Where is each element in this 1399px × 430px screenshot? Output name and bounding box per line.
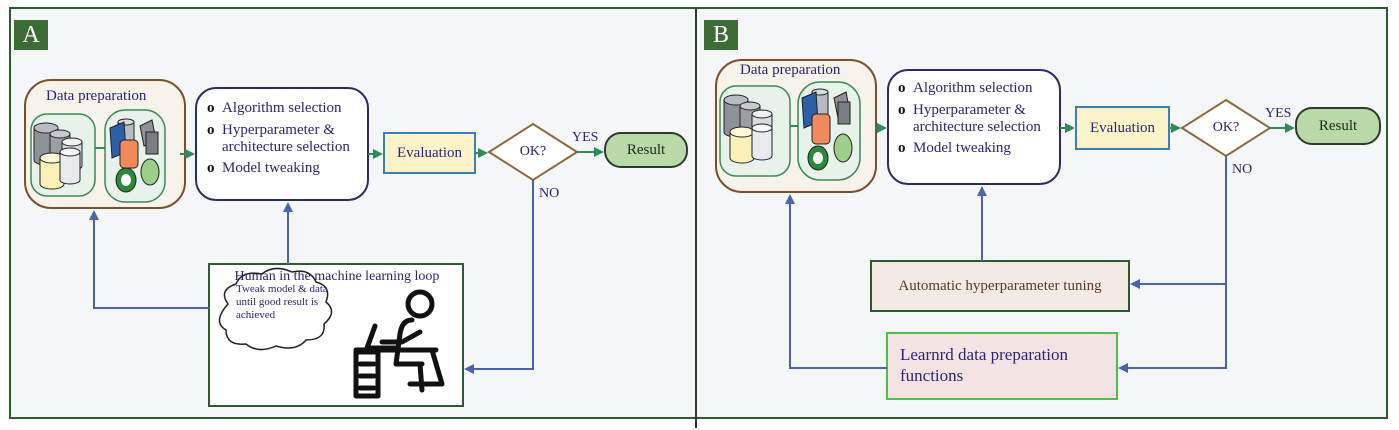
b-step-algorithm: o Algorithm selection [898, 78, 1058, 98]
panel-b-label-bg [704, 20, 738, 50]
b-step-algorithm-label: Algorithm selection [913, 80, 1033, 96]
b-step-tweaking: o Model tweaking [898, 138, 1058, 158]
b-shapes-icon [801, 88, 853, 171]
panel-b-label: B [712, 21, 729, 48]
a-thought-cloud [218, 267, 333, 351]
a-step-tweaking: o Model tweaking [207, 158, 367, 178]
a-step-hyperparameter-label: Hyperparameter & architecture selection [222, 122, 350, 155]
a-step-tweaking-label: Model tweaking [222, 160, 320, 176]
a-arrow-human-to-prep [89, 210, 209, 309]
b-no-label: NO [1232, 162, 1253, 177]
a-step-algorithm: o Algorithm selection [207, 98, 367, 118]
bullet-icon: o [898, 80, 906, 96]
a-no-label: NO [539, 186, 560, 201]
b-step-tweaking-label: Model tweaking [913, 140, 1011, 156]
b-arrow-learned-to-prep [785, 194, 887, 369]
panel-a-label-bg [14, 20, 48, 50]
bullet-icon: o [207, 100, 215, 116]
b-learned-prep-label: Learnrd data preparation functions [900, 345, 1069, 385]
b-learned-prep-box [886, 332, 1118, 400]
a-yes-label: YES [572, 130, 599, 145]
b-yes-label: YES [1265, 106, 1292, 121]
a-cloud-text: Tweak model & data until good result is … [236, 283, 328, 321]
a-evaluation-label: Evaluation [397, 144, 462, 161]
a-human-loop-title: Human in the machine learning loop [234, 269, 440, 284]
a-result-label: Result [626, 141, 666, 158]
b-step-hyperparameter-label: Hyperparameter & architecture selection [913, 102, 1041, 135]
a-arrow-no-to-human [464, 180, 534, 374]
a-evaluation-box [383, 132, 476, 174]
b-evaluation-box [1075, 106, 1170, 150]
person-at-desk-icon [353, 289, 445, 399]
b-step-hyperparameter: o Hyperparameter & architecture selection [898, 102, 1058, 136]
b-auto-tuning-box [870, 260, 1130, 312]
b-arrow-no-to-learned [1118, 156, 1227, 373]
bullet-icon: o [207, 160, 215, 176]
panel-a-label: A [22, 21, 40, 48]
a-step-algorithm-label: Algorithm selection [222, 100, 342, 116]
b-result-box [1295, 107, 1381, 145]
bullet-icon: o [207, 122, 215, 138]
a-result-box [604, 132, 688, 168]
b-decision-label: OK? [1212, 120, 1240, 135]
a-decision-label: OK? [519, 144, 547, 159]
bullet-icon: o [898, 102, 906, 118]
b-database-icon [723, 94, 773, 164]
b-data-prep-title: Data preparation [740, 62, 841, 78]
a-shapes-icon [109, 118, 160, 193]
a-database-icon [33, 122, 83, 190]
a-steps-box [195, 87, 369, 201]
b-auto-tuning-label: Automatic hyperparameter tuning [898, 277, 1102, 294]
a-step-hyperparameter: o Hyperparameter & architecture selection [207, 122, 367, 156]
b-result-label: Result [1318, 117, 1358, 134]
a-data-prep-title: Data preparation [46, 88, 147, 104]
b-evaluation-label: Evaluation [1090, 119, 1155, 136]
bullet-icon: o [898, 140, 906, 156]
